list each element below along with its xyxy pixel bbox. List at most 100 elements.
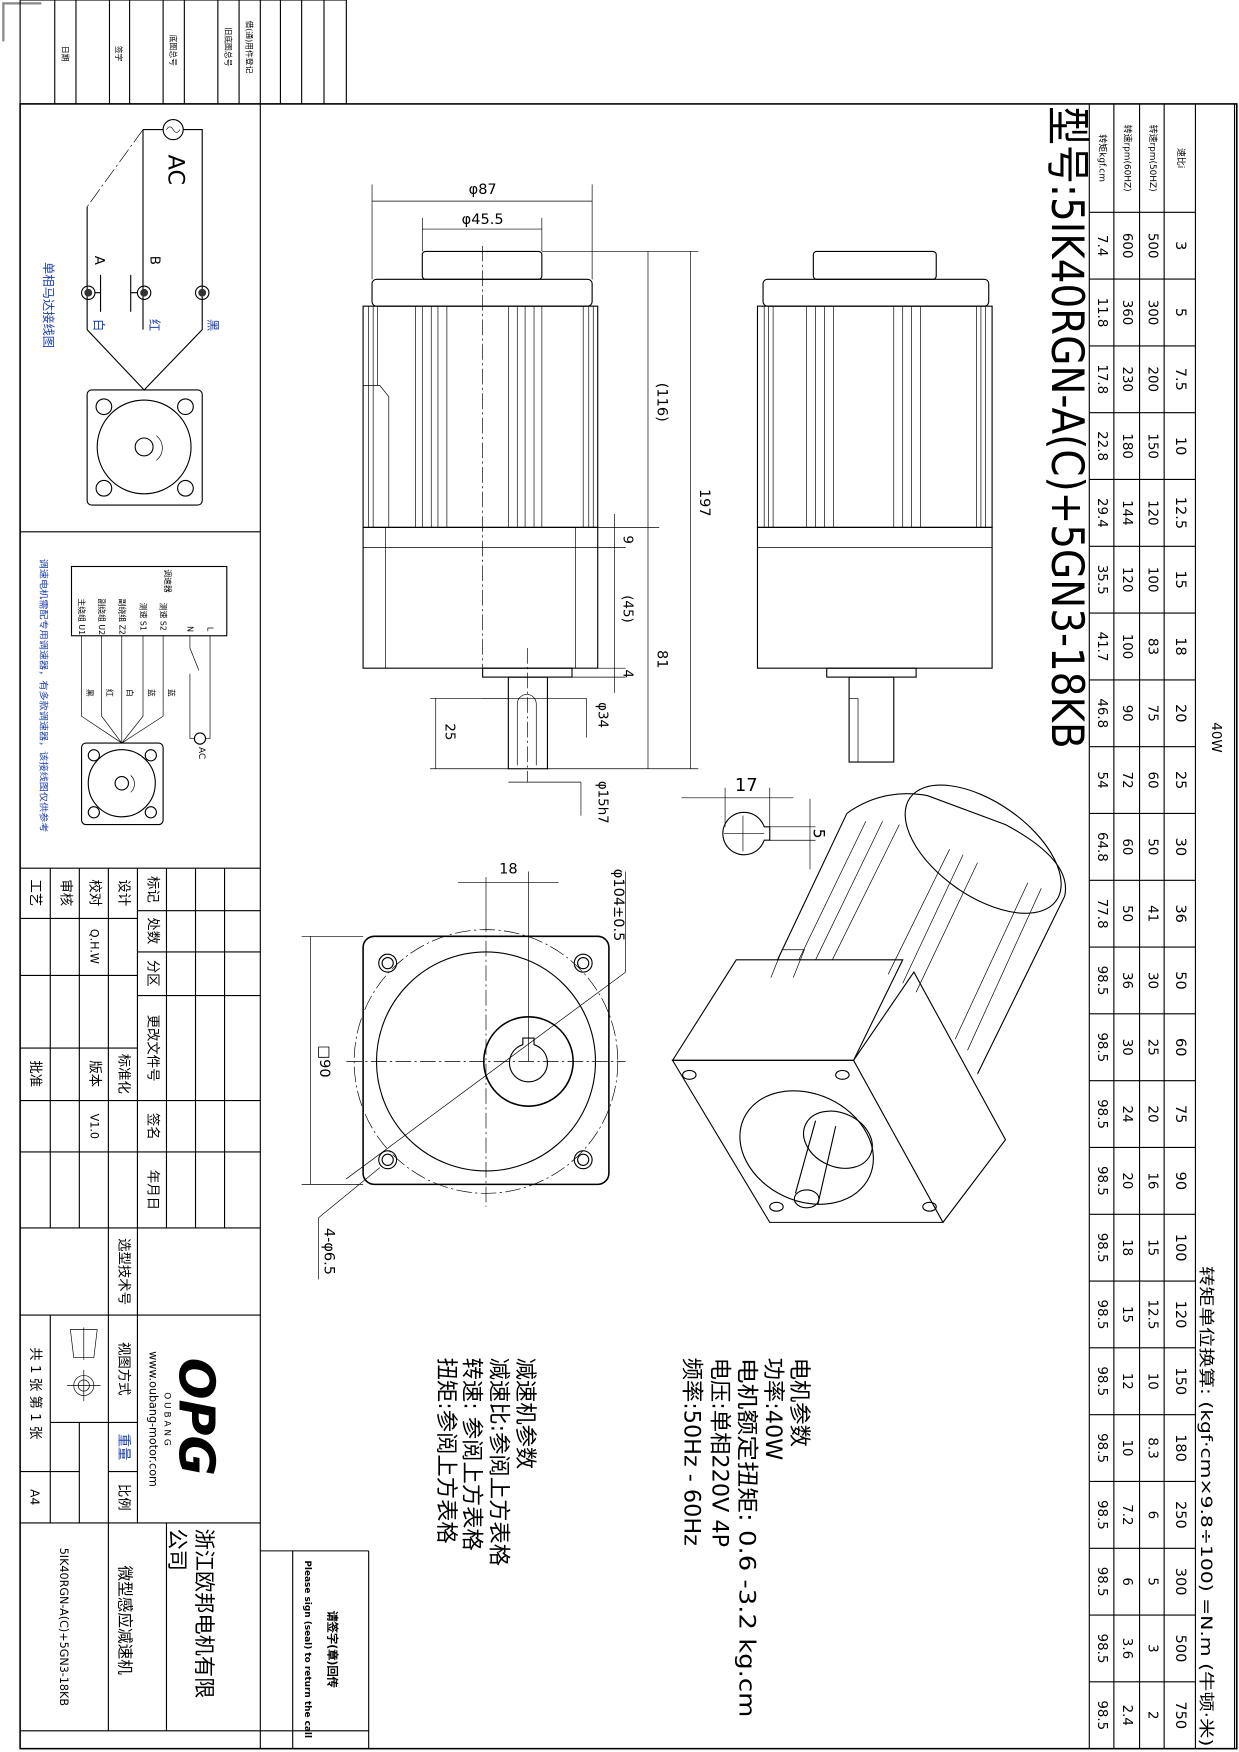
- table-cell: 50: [1144, 838, 1159, 855]
- sign-return-box: 请签字(章)回传 Please sign (seal) to return th…: [302, 1560, 339, 1738]
- table-cell: 11.8: [1094, 298, 1109, 328]
- sheet-frame: [19, 103, 1238, 1750]
- table-cell: 83: [1144, 638, 1159, 655]
- gearbox-params-heading: 减速机参数: [512, 1358, 538, 1470]
- table-cell: 60: [1172, 1038, 1188, 1056]
- tb-scale: 比例: [115, 1484, 131, 1511]
- table-cell: 98.5: [1094, 1366, 1109, 1396]
- dim-81: 81: [653, 650, 669, 668]
- table-cell: 98.5: [1094, 1433, 1109, 1463]
- motor-rated-torque: 电机额定扭矩: 0.6 -3.2 kg.cm: [733, 1358, 759, 1718]
- power-header: 40W: [1208, 722, 1223, 752]
- shaft-key-detail: 17 5: [681, 775, 828, 870]
- table-cell: 24: [1119, 1106, 1134, 1123]
- table-cell: 300: [1172, 1568, 1188, 1596]
- table-cell: 22.8: [1094, 431, 1109, 461]
- table-cell: 15: [1119, 1306, 1134, 1323]
- table-cell: 12.5: [1144, 1300, 1159, 1330]
- table-cell: 60: [1144, 772, 1159, 789]
- wiring1-white: 白: [91, 319, 106, 331]
- sign-en: Please sign (seal) to return the call: [302, 1560, 312, 1738]
- table-cell: 72: [1119, 772, 1134, 789]
- table-cell: 77.8: [1094, 899, 1109, 929]
- dim-197: 197: [696, 489, 712, 517]
- dim-d15h7: φ15h7: [595, 781, 610, 824]
- front-view: 18 □90 φ104±0.5 4-φ6.5: [301, 861, 626, 1280]
- company-website: www.oubang-motor.com: [147, 1351, 160, 1487]
- dim-holes: 4-φ6.5: [320, 1228, 336, 1275]
- table-cell: 20: [1119, 1172, 1134, 1189]
- controller-label: 调速器: [163, 569, 172, 593]
- dim-4: 4: [619, 669, 634, 678]
- tb-zone: 分区: [144, 960, 160, 987]
- table-cell: 46.8: [1094, 698, 1109, 728]
- dim-116: (116): [653, 383, 669, 422]
- wiring1-red: 红: [147, 319, 162, 331]
- table-cell: 35.5: [1094, 565, 1109, 595]
- table-cell: 30: [1172, 838, 1188, 856]
- tb-view-method: 视图方式: [115, 1342, 131, 1396]
- terminal-u2: 副绕组 U2: [97, 598, 107, 635]
- table-cell: 98.5: [1094, 1032, 1109, 1062]
- motor-power: 功率:40W: [760, 1358, 786, 1461]
- sign-cn: 请签字(章)回传: [325, 1611, 339, 1688]
- side-view-plain: [756, 250, 993, 763]
- dim-d104: φ104±0.5: [610, 869, 626, 942]
- table-row-label: 转矩kgf.cm: [1097, 134, 1109, 182]
- table-cell: 150: [1144, 433, 1159, 459]
- company-name-2: 公司: [164, 1529, 189, 1571]
- wire-color-z2: 白: [125, 689, 135, 697]
- reg-date: 日期: [60, 46, 69, 62]
- tb-sign: 签名: [144, 1113, 161, 1140]
- table-cell: 100: [1119, 634, 1134, 660]
- table-cell: 98.5: [1094, 1166, 1109, 1196]
- tb-date: 年月日: [144, 1170, 160, 1210]
- speed-control-wiring-diagram: 调速器 主绕组 U1 副绕组 U2 副绕组 Z2 测速 S1 测速 S2 N L…: [37, 559, 228, 833]
- gearbox-params: 减速机参数 减速比:参阅上方表格 转速: 参阅上方表格 扭矩:参阅上方表格: [433, 1358, 538, 1566]
- tb-mark: 标记: [144, 876, 160, 903]
- torque-conversion-note: 转矩单位换算: (kgf·cm×9.8÷100) =N.m (牛顿·米): [1197, 1266, 1216, 1746]
- table-cell: 98.5: [1094, 1233, 1109, 1263]
- tb-review: 审核: [57, 879, 73, 906]
- dim-sq90: □90: [316, 1045, 332, 1077]
- gearbox-torque: 扭矩:参阅上方表格: [433, 1358, 459, 1544]
- table-cell: 2.4: [1119, 1705, 1134, 1726]
- dim-25: 25: [442, 723, 457, 740]
- table-cell: 10: [1172, 437, 1188, 455]
- tb-process: 工艺: [27, 879, 43, 906]
- table-cell: 75: [1172, 1105, 1188, 1123]
- wiring1-ac: AC: [162, 155, 188, 185]
- tb-weight: 重量: [115, 1434, 131, 1461]
- table-cell: 16: [1144, 1172, 1159, 1189]
- table-cell: 10: [1144, 1373, 1159, 1390]
- table-cell: 250: [1172, 1501, 1188, 1529]
- single-phase-wiring-diagram: AC A B 白 红 黑 单相马达接线图: [41, 118, 219, 506]
- tb-version-label: 版本: [86, 1060, 102, 1087]
- wiring1-caption: 单相马达接线图: [41, 262, 56, 348]
- table-cell: 98.5: [1094, 1500, 1109, 1530]
- dim-18: 18: [499, 861, 517, 877]
- table-cell: 25: [1144, 1039, 1159, 1056]
- table-cell: 180: [1172, 1434, 1188, 1462]
- wire-color-u2: 红: [105, 689, 115, 697]
- dim-key-17: 17: [735, 775, 758, 796]
- table-cell: 7.4: [1094, 235, 1109, 256]
- table-cell: 7.2: [1119, 1504, 1134, 1525]
- table-row-label: 转速rpm(50HZ): [1147, 125, 1159, 192]
- gearbox-ratio: 减速比:参阅上方表格: [485, 1358, 511, 1566]
- dim-d34: φ34: [595, 702, 610, 728]
- table-cell: 98.5: [1094, 1567, 1109, 1597]
- table-cell: 120: [1144, 500, 1159, 526]
- title-block: 标记 处数 分区 更改文件号 签名 年月日 设计 校对 审核 工艺 Q.H.W …: [20, 867, 370, 1749]
- reg-signature: 签字: [114, 46, 124, 62]
- wiring1-a: A: [91, 256, 106, 266]
- table-cell: 12: [1119, 1373, 1134, 1390]
- table-cell: 144: [1119, 500, 1134, 526]
- table-cell: 30: [1144, 972, 1159, 989]
- table-cell: 41: [1144, 905, 1159, 922]
- corner-mark: [2, 2, 42, 42]
- dim-d87: φ87: [469, 182, 497, 198]
- dim-key-5: 5: [809, 829, 828, 839]
- table-cell: 500: [1144, 233, 1159, 259]
